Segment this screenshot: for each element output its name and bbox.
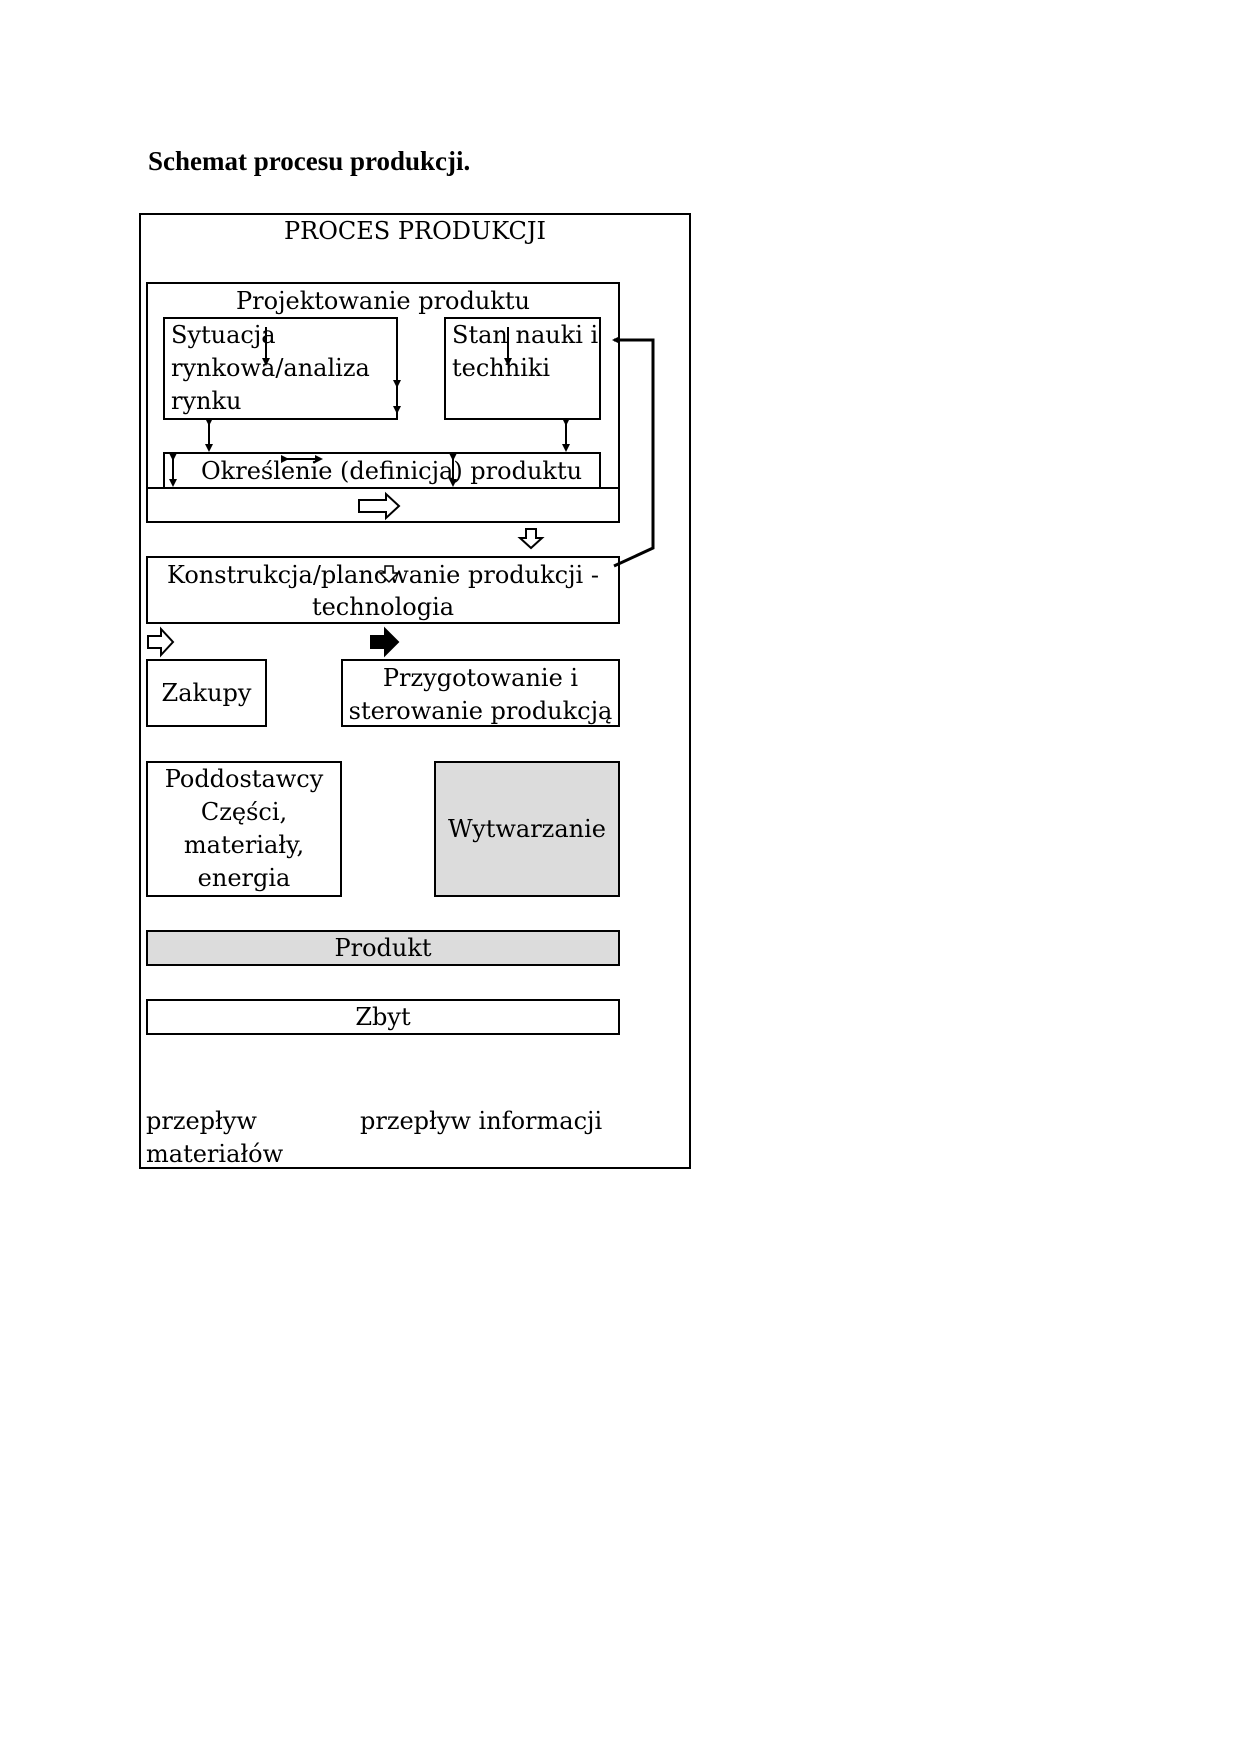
legend-material-flow-line-1: przepływ: [146, 1107, 257, 1135]
product-definition-box: [163, 452, 601, 488]
legend-information-flow: przepływ informacji: [360, 1107, 603, 1135]
market-line-3: rynku: [171, 387, 242, 415]
product-definition-label: Określenie (definicja) produktu: [201, 457, 583, 485]
process-title: PROCES PRODUKCJI: [284, 217, 546, 245]
construction-box: Konstrukcja/planowanie produkcji - techn…: [146, 556, 620, 624]
suppliers-line-2: Części,: [200, 798, 288, 826]
science-line-1: Stan nauki i: [452, 321, 599, 349]
preparation-line-1: Przygotowanie i: [382, 664, 579, 692]
process-frame: [139, 213, 691, 1169]
suppliers-line-4: energia: [197, 864, 291, 892]
manufacturing-box: Wytwarzanie: [434, 761, 620, 897]
product-box: Produkt: [146, 930, 620, 966]
construction-line-1: Konstrukcja/planowanie produkcji -: [167, 561, 599, 589]
design-group-title: Projektowanie produktu: [236, 287, 530, 315]
design-divider: [146, 487, 620, 489]
suppliers-line-1: Poddostawcy: [164, 765, 324, 793]
preparation-line-2: sterowanie produkcją: [348, 697, 613, 725]
purchases-label: Zakupy: [161, 679, 252, 707]
market-line-1: Sytuacja: [171, 321, 276, 349]
sales-label: Zbyt: [355, 1003, 411, 1031]
suppliers-box: Poddostawcy Części, materiały, energia: [146, 761, 342, 897]
manufacturing-label: Wytwarzanie: [448, 815, 606, 843]
page-title: Schemat procesu produkcji.: [148, 146, 471, 176]
sales-box: Zbyt: [146, 999, 620, 1035]
market-analysis-box: Sytuacja rynkowa/analiza rynku: [163, 317, 398, 420]
product-label: Produkt: [334, 934, 432, 962]
purchases-box: Zakupy: [146, 659, 267, 727]
science-technology-box: Stan nauki i techniki: [444, 317, 601, 420]
production-preparation-box: Przygotowanie i sterowanie produkcją: [341, 659, 620, 727]
construction-line-2: technologia: [311, 593, 455, 621]
science-line-2: techniki: [452, 354, 551, 382]
suppliers-line-3: materiały,: [183, 831, 305, 859]
legend-material-flow-line-2: materiałów: [146, 1140, 284, 1168]
market-line-2: rynkowa/analiza: [171, 354, 370, 382]
